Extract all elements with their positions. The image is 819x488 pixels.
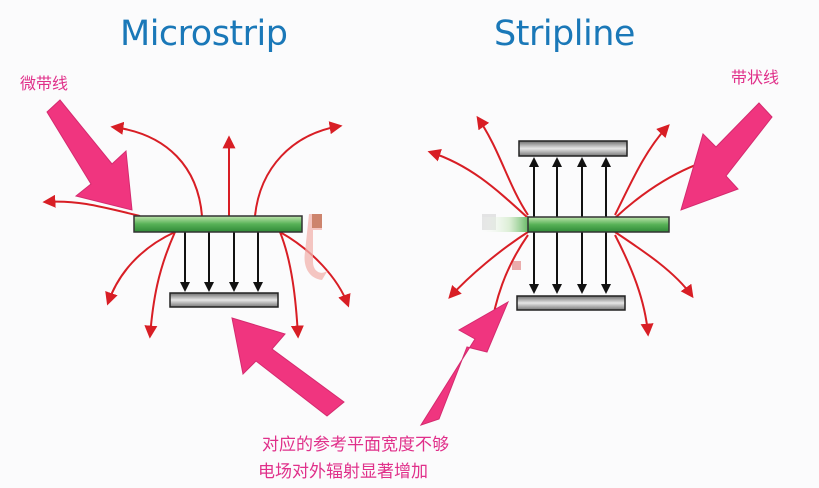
pointer-arrow-plane-left	[231, 317, 345, 417]
microstrip-field-arrows	[180, 232, 263, 292]
stripline-trace	[527, 216, 670, 233]
caption-line-2: 电场对外辐射显著增加	[258, 462, 428, 482]
stripline-top-reference-plane	[518, 140, 628, 157]
caption-line-1: 对应的参考平面宽度不够	[262, 435, 449, 455]
microstrip-trace	[133, 215, 303, 233]
stripline-figure	[427, 115, 719, 337]
stripline-bottom-reference-plane	[516, 295, 626, 311]
microstrip-field-lines	[42, 121, 351, 339]
stripline-trace-fade	[478, 217, 530, 232]
pointer-arrows	[46, 99, 773, 426]
microstrip-title: Microstrip	[120, 14, 288, 54]
microstrip-figure	[42, 121, 351, 339]
stripline-field-arrows	[529, 157, 611, 294]
microstrip-chinese-label: 微带线	[20, 74, 69, 93]
pointer-arrow-microstrip	[46, 99, 133, 211]
pointer-arrow-stripline	[680, 102, 773, 211]
stripline-chinese-label: 带状线	[731, 68, 780, 87]
pointer-arrow-plane-right	[419, 300, 510, 426]
stripline-title: Stripline	[494, 14, 635, 54]
microstrip-reference-plane	[169, 292, 279, 308]
